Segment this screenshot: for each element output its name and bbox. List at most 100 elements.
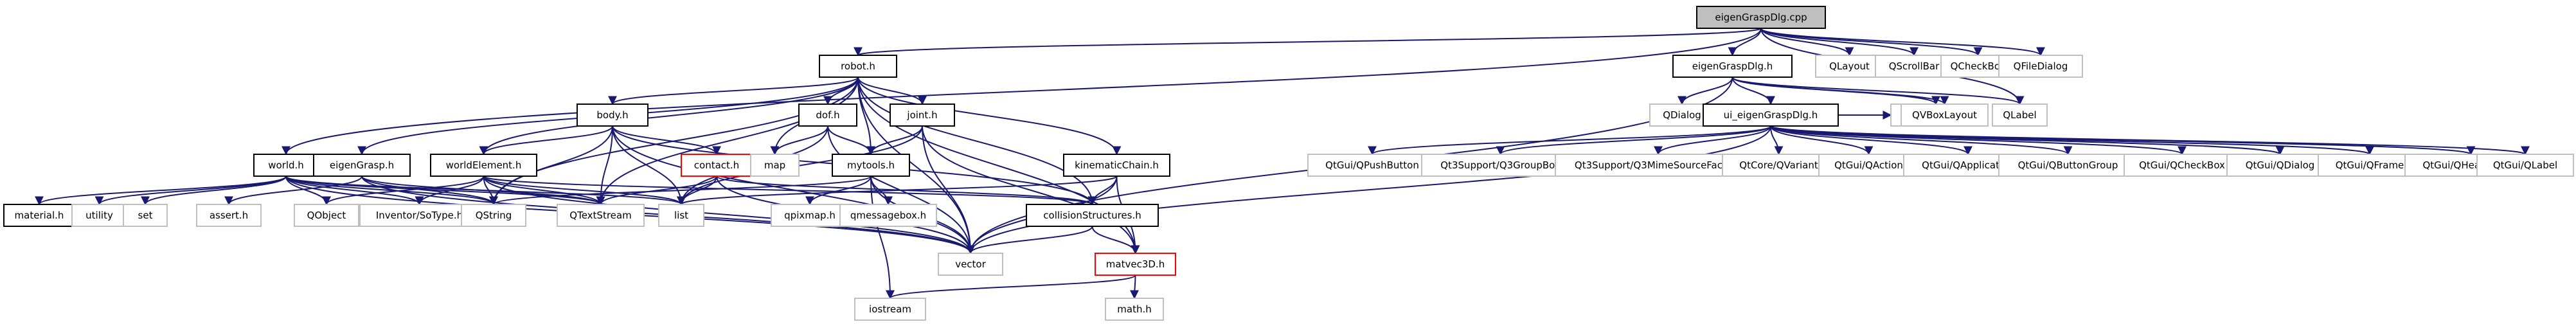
node-box	[196, 204, 262, 227]
edge-collisionStructures_h-to-matvec3D_h	[1091, 226, 1140, 255]
edge-joint_h-to-vector	[922, 125, 975, 255]
node-label: QLabel	[2003, 109, 2036, 121]
node-qtextstream: QTextStream	[557, 204, 645, 227]
node-label: contact.h	[694, 159, 739, 171]
node-label: QtGui/QApplication	[1922, 159, 2014, 171]
node-box	[1696, 6, 1826, 29]
edge-eigenGrasp_h-to-QTextStream	[361, 176, 605, 206]
edge-robot_h-to-collisionStructures_h	[857, 76, 1097, 206]
node-matvec3d-h[interactable]: matvec3D.h	[1095, 253, 1176, 276]
node-collisionstructures-h[interactable]: collisionStructures.h	[1026, 204, 1159, 227]
edge-mytools_h-to-QString	[489, 176, 872, 206]
node-joint-h[interactable]: joint.h	[890, 104, 955, 127]
edge-eigenGraspDlg_cpp-to-eigenGraspDlg_h	[1728, 28, 1762, 57]
node-label: set	[138, 210, 153, 221]
node-set: set	[123, 204, 168, 227]
node-dof-h[interactable]: dof.h	[798, 104, 857, 127]
node-mytools-h[interactable]: mytools.h	[832, 154, 910, 177]
node-box	[938, 253, 1003, 276]
node-contact-h[interactable]: contact.h	[681, 154, 753, 177]
node-qtgui-qaction: QtGui/QAction	[1818, 154, 1919, 177]
node-label: QtCore/QVariant	[1739, 159, 1818, 171]
edge-worldElement_h-to-Inventor_SoType_h	[415, 176, 485, 206]
edge-ui_eigenGraspDlg_h-to-Qt3Support_Q3GroupBox	[1496, 125, 1771, 156]
node-label: vector	[955, 258, 986, 270]
edge-world_h-to-Inventor_SoType_h	[285, 176, 424, 206]
edge-ui_eigenGraspDlg_h-to-Qt3Support_Q3MimeSourceFactory	[1654, 125, 1771, 156]
edge-ui_eigenGraspDlg_h-to-QtGui_QPushButton	[1368, 125, 1771, 156]
node-box	[2226, 154, 2334, 177]
edge-eigenGraspDlg_cpp-to-robot_h	[854, 28, 1762, 57]
node-world-h[interactable]: world.h	[253, 154, 319, 177]
node-kinematicchain-h[interactable]: kinematicChain.h	[1063, 154, 1170, 177]
node-label: QVBoxLayout	[1912, 109, 1977, 121]
node-math-h: math.h	[1105, 298, 1164, 321]
node-qt3support-q3groupbox: Qt3Support/Q3GroupBox	[1421, 154, 1580, 177]
edge-body_h-to-contact_h	[612, 125, 721, 156]
node-eigengraspdlg-cpp[interactable]: eigenGraspDlg.cpp	[1696, 6, 1826, 29]
edge-eigenGrasp_h-to-QString	[361, 176, 498, 206]
node-eigengraspdlg-h[interactable]: eigenGraspDlg.h	[1672, 55, 1793, 78]
node-qlayout: QLayout	[1815, 55, 1884, 78]
node-box	[1026, 204, 1159, 227]
node-box	[430, 154, 537, 177]
node-qvboxlayout: QVBoxLayout	[1901, 104, 1989, 127]
node-label: dof.h	[816, 109, 839, 121]
edge-robot_h-to-kinematicChain_h	[857, 76, 1122, 156]
node-label: QtGui/QDialog	[2246, 159, 2315, 171]
node-label: list	[674, 210, 688, 221]
node-body-h[interactable]: body.h	[577, 104, 648, 127]
edge-eigenGrasp_h-to-assert_h	[224, 176, 362, 206]
edge-worldElement_h-to-collisionStructures_h	[483, 176, 1096, 206]
edge-robot_h-to-worldElement_h	[479, 76, 859, 156]
node-qtgui-qdialog: QtGui/QDialog	[2226, 154, 2334, 177]
edge-contact_h-to-QTextStream	[596, 176, 717, 206]
edge-ui_eigenGraspDlg_h-to-QtGui_QButtonGroup	[1770, 125, 2073, 156]
node-worldelement-h[interactable]: worldElement.h	[430, 154, 537, 177]
node-box	[890, 104, 955, 127]
edge-body_h-to-worldElement_h	[479, 125, 613, 156]
node-label: robot.h	[841, 60, 875, 72]
node-qstring: QString	[461, 204, 526, 227]
node-assert-h: assert.h	[196, 204, 262, 227]
node-material-h[interactable]: material.h	[3, 204, 75, 227]
node-box	[1875, 55, 1953, 78]
node-vector: vector	[938, 253, 1003, 276]
node-label: eigenGrasp.h	[330, 159, 394, 171]
node-label: collisionStructures.h	[1043, 210, 1141, 221]
edge-kinematicChain_h-to-list	[677, 176, 1118, 206]
edge-dof_h-to-map	[770, 125, 828, 156]
edge-eigenGraspDlg_cpp-to-QLayout	[1760, 28, 1854, 57]
edge-joint_h-to-matvec3D_h	[922, 125, 1140, 255]
node-label: worldElement.h	[446, 159, 522, 171]
edge-matvec3D_h-to-iostream	[886, 274, 1136, 300]
node-label: map	[764, 159, 785, 171]
node-label: ui_eigenGraspDlg.h	[1724, 109, 1818, 122]
node-qtgui-qlabel: QtGui/QLabel	[2476, 154, 2574, 177]
node-box	[1992, 104, 2048, 127]
edge-ui_eigenGraspDlg_h-to-QtGui_QDialog	[1770, 125, 2285, 156]
node-qlabel: QLabel	[1992, 104, 2048, 127]
node-label: QtGui/QLabel	[2493, 159, 2557, 171]
node-label: Qt3Support/Q3GroupBox	[1440, 159, 1561, 171]
node-eigengrasp-h[interactable]: eigenGrasp.h	[313, 154, 411, 177]
node-robot-h[interactable]: robot.h	[819, 55, 897, 78]
edge-robot_h-to-body_h	[608, 76, 859, 105]
node-label: world.h	[268, 159, 304, 171]
node-ui-eigengraspdlg-h[interactable]: ui_eigenGraspDlg.h	[1703, 104, 1839, 127]
node-box	[798, 104, 857, 127]
node-box	[658, 204, 704, 227]
node-box	[1998, 55, 2083, 78]
edge-ui_eigenGraspDlg_h-to-QtCore_QVariant	[1770, 125, 1784, 156]
node-label: QObject	[307, 210, 346, 221]
edge-eigenGraspDlg_cpp-to-QScrollBar	[1760, 28, 1919, 57]
node-label: utility	[85, 210, 113, 221]
node-box	[557, 204, 645, 227]
edge-eigenGraspDlg_h-to-QDialog	[1677, 76, 1733, 105]
node-box	[3, 204, 75, 227]
node-box	[313, 154, 411, 177]
node-label: mytools.h	[847, 159, 895, 171]
edge-joint_h-to-mytools_h	[866, 125, 923, 156]
node-qtcore-qvariant: QtCore/QVariant	[1722, 154, 1836, 177]
node-label: Inventor/SoType.h	[376, 210, 463, 221]
